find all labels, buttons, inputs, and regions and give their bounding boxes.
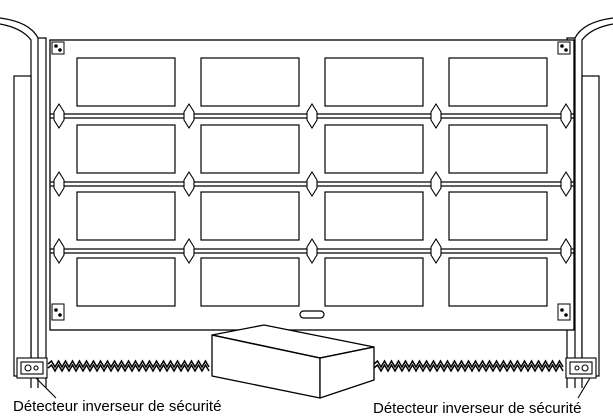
door-panel [76, 257, 176, 307]
door-panel [200, 124, 300, 174]
right-safety-sensor [565, 357, 597, 399]
right-door-jamb [566, 17, 613, 388]
door-panel [448, 191, 548, 241]
right-sensor-label: Détecteur inverseur de sécurité [373, 400, 582, 417]
door-panel [448, 257, 548, 307]
door-panel [200, 57, 300, 107]
safety-beam [47, 359, 564, 373]
door-panels [76, 57, 548, 307]
door-hinge [183, 237, 195, 265]
box-obstruction [211, 324, 375, 399]
door-panel [448, 124, 548, 174]
door-panel [324, 257, 424, 307]
door-panel [76, 124, 176, 174]
corner-brackets [51, 41, 571, 321]
door-hinge [430, 170, 442, 198]
door-hinge [53, 102, 65, 130]
door-hinge [560, 237, 572, 265]
door-hinge [53, 170, 65, 198]
door-hinge [183, 170, 195, 198]
door-handle [299, 310, 325, 319]
door-panel [76, 57, 176, 107]
door-hinge [306, 237, 318, 265]
left-door-jamb [0, 17, 47, 388]
left-sensor-label: Détecteur inverseur de sécurité [13, 398, 222, 415]
door-panel [324, 57, 424, 107]
door-hinge [430, 102, 442, 130]
door-hinge [560, 170, 572, 198]
door-panel [76, 191, 176, 241]
door-panel [324, 191, 424, 241]
door-hinge [306, 102, 318, 130]
door-hinge [183, 102, 195, 130]
door-hinge [560, 102, 572, 130]
door-panel [324, 124, 424, 174]
door-panel [200, 191, 300, 241]
left-safety-sensor [16, 357, 57, 399]
door-panel [448, 57, 548, 107]
door-panel [200, 257, 300, 307]
door-hinge [53, 237, 65, 265]
door-hinge [430, 237, 442, 265]
door-hinge [306, 170, 318, 198]
door-hinges [53, 102, 572, 265]
